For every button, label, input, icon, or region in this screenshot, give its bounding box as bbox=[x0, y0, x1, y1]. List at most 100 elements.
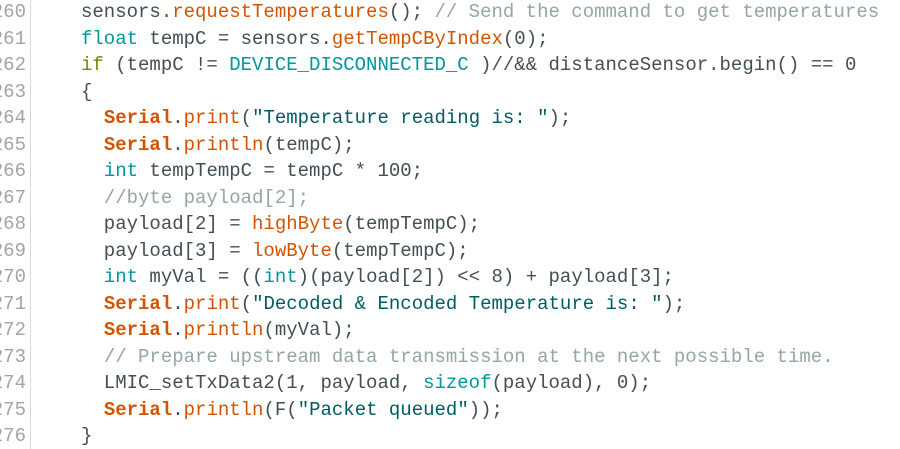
code-token-kw: int bbox=[103, 160, 139, 182]
line-number: 271 bbox=[0, 292, 26, 315]
code-token-plain bbox=[81, 187, 104, 209]
code-token-plain bbox=[81, 134, 104, 156]
code-token-plain: . bbox=[172, 107, 184, 129]
code-line[interactable]: Serial.println(myVal); bbox=[81, 317, 355, 344]
code-token-obj: Serial bbox=[103, 319, 173, 341]
code-token-fn: getTempCByIndex bbox=[331, 27, 503, 50]
line-number: 268 bbox=[0, 213, 26, 235]
code-token-fn: println bbox=[183, 133, 264, 156]
line-number: 273 bbox=[0, 345, 26, 368]
line-number: 275 bbox=[0, 398, 26, 421]
code-line[interactable]: int myVal = ((int)(payload[2]) << 8) + p… bbox=[81, 264, 674, 291]
code-token-str: "Packet queued" bbox=[297, 398, 469, 421]
line-number: 261 bbox=[0, 27, 26, 50]
line-number: 272 bbox=[0, 319, 26, 341]
code-token-obj: Serial bbox=[103, 107, 173, 129]
code-line[interactable]: Serial.print("Decoded & Encoded Temperat… bbox=[81, 291, 686, 318]
code-line[interactable]: } bbox=[81, 423, 92, 449]
code-token-plain: . bbox=[172, 398, 184, 421]
code-token-plain: )); bbox=[468, 398, 503, 421]
code-token-plain: )//&& distanceSensor.begin() == 0 bbox=[468, 54, 857, 76]
code-token-fn: println bbox=[183, 319, 264, 341]
code-token-plain: sensors. bbox=[81, 1, 173, 23]
code-line[interactable]: Serial.print("Temperature reading is: ")… bbox=[81, 105, 572, 132]
code-token-str: "Temperature reading is: " bbox=[252, 107, 549, 129]
code-token-plain: . bbox=[172, 292, 184, 315]
code-token-fn: highByte bbox=[252, 213, 344, 235]
code-token-plain bbox=[81, 319, 104, 341]
code-token-obj: Serial bbox=[103, 398, 173, 421]
code-token-kw: int bbox=[103, 266, 139, 288]
code-token-fn: print bbox=[183, 292, 241, 315]
code-token-kw: int bbox=[263, 266, 298, 288]
code-token-plain: )(payload[2]) << 8) + payload[3]; bbox=[297, 266, 674, 288]
code-line[interactable]: int tempTempC = tempC * 100; bbox=[81, 158, 423, 185]
code-token-obj: Serial bbox=[103, 133, 173, 156]
code-token-plain: (tempC != bbox=[103, 54, 230, 76]
line-number: 260 bbox=[0, 1, 26, 23]
code-line[interactable]: { bbox=[81, 79, 92, 106]
line-number: 274 bbox=[0, 372, 26, 394]
code-line[interactable]: if (tempC != DEVICE_DISCONNECTED_C )//&&… bbox=[81, 52, 856, 79]
code-token-fn: requestTemperatures bbox=[172, 1, 389, 23]
code-token-plain: . bbox=[172, 319, 184, 341]
code-token-fn: println bbox=[183, 398, 264, 421]
code-token-plain bbox=[81, 107, 104, 129]
code-token-plain: (tempTempC); bbox=[343, 213, 481, 235]
code-token-kw: DEVICE_DISCONNECTED_C bbox=[229, 54, 469, 76]
code-token-plain: ); bbox=[662, 292, 686, 315]
code-token-plain: ( bbox=[240, 292, 253, 315]
code-token-cm: //byte payload[2]; bbox=[103, 186, 310, 209]
code-token-plain: ); bbox=[548, 107, 572, 129]
code-token-kw: sizeof bbox=[423, 372, 492, 394]
code-token-plain: (tempC); bbox=[263, 133, 355, 156]
code-token-plain: payload[2] = bbox=[81, 213, 253, 235]
code-token-plain: payload[3] = bbox=[81, 239, 253, 262]
code-line[interactable]: //byte payload[2]; bbox=[81, 185, 309, 212]
code-line[interactable]: payload[3] = lowByte(tempTempC); bbox=[81, 238, 469, 265]
code-token-plain bbox=[81, 399, 104, 421]
code-token-str: "Decoded & Encoded Temperature is: " bbox=[252, 292, 663, 315]
line-number: 276 bbox=[0, 425, 26, 447]
code-token-ctl: if bbox=[81, 54, 104, 76]
code-line[interactable]: Serial.println(F("Packet queued")); bbox=[81, 397, 503, 424]
code-token-plain: (F( bbox=[263, 398, 298, 421]
code-token-plain: . bbox=[172, 133, 184, 156]
code-line[interactable]: payload[2] = highByte(tempTempC); bbox=[81, 211, 480, 238]
code-line[interactable]: float tempC = sensors.getTempCByIndex(0)… bbox=[81, 26, 549, 53]
code-token-plain: (0); bbox=[502, 27, 549, 50]
code-token-cm: // Send the command to get temperatures bbox=[434, 1, 880, 23]
code-token-plain bbox=[81, 266, 104, 288]
line-number: 267 bbox=[0, 186, 26, 209]
code-text-area[interactable]: sensors.requestTemperatures(); // Send t… bbox=[31, 0, 900, 449]
line-number: 266 bbox=[0, 160, 26, 182]
code-token-plain: myVal = (( bbox=[138, 266, 264, 288]
code-token-kw: float bbox=[81, 27, 139, 50]
code-token-plain: (myVal); bbox=[263, 319, 355, 341]
line-number: 262 bbox=[0, 54, 26, 76]
code-token-plain: (payload), 0); bbox=[491, 372, 652, 394]
code-token-plain: (); bbox=[388, 1, 435, 23]
code-token-obj: Serial bbox=[103, 292, 173, 315]
code-token-plain: tempTempC = tempC * 100; bbox=[138, 160, 424, 182]
code-token-plain bbox=[81, 346, 104, 368]
code-token-plain: ( bbox=[240, 107, 253, 129]
code-line[interactable]: Serial.println(tempC); bbox=[81, 132, 355, 159]
line-number: 270 bbox=[0, 266, 26, 288]
code-token-plain bbox=[81, 160, 104, 182]
code-token-fn: lowByte bbox=[252, 239, 332, 262]
line-number-gutter: 2602612622632642652662672682692702712722… bbox=[0, 0, 31, 449]
code-token-plain: { bbox=[81, 80, 93, 103]
code-token-plain: tempC = sensors. bbox=[138, 27, 332, 50]
line-number: 263 bbox=[0, 80, 26, 103]
line-number: 269 bbox=[0, 239, 26, 262]
code-line[interactable]: // Prepare upstream data transmission at… bbox=[81, 344, 834, 371]
code-token-fn: print bbox=[183, 107, 241, 129]
code-token-plain: (tempTempC); bbox=[331, 239, 469, 262]
code-token-cm: // Prepare upstream data transmission at… bbox=[103, 345, 834, 368]
code-token-plain bbox=[81, 293, 104, 315]
code-line[interactable]: LMIC_setTxData2(1, payload, sizeof(paylo… bbox=[81, 370, 651, 397]
line-number: 265 bbox=[0, 133, 26, 156]
code-line[interactable]: sensors.requestTemperatures(); // Send t… bbox=[81, 0, 879, 26]
